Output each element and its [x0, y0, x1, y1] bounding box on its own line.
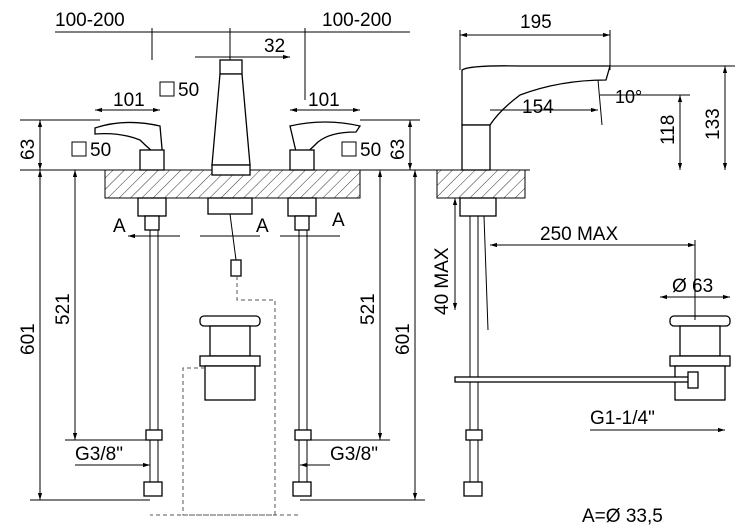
dim-right-base-square: 50 — [360, 140, 381, 161]
dimension-lines — [20, 28, 735, 501]
dim-right-handle: 101 — [308, 90, 340, 111]
dim-left-hose: 521 — [53, 293, 74, 325]
dim-left-thread: G3/8" — [75, 444, 123, 465]
countertop-side — [436, 169, 526, 199]
left-valve — [94, 121, 167, 497]
hole-label-left: A — [113, 216, 126, 237]
dim-spout-square: 50 — [178, 80, 199, 101]
dim-right-hose: 521 — [358, 293, 379, 325]
dim-drain-thread: G1-1/4" — [590, 408, 655, 429]
dim-spout-width: 32 — [264, 36, 285, 57]
dim-total-height: 133 — [703, 108, 724, 140]
side-faucet — [459, 65, 611, 497]
dim-drain-diameter: Ø 63 — [672, 276, 713, 297]
dim-left-handle: 101 — [113, 90, 145, 111]
front-drain — [150, 276, 300, 516]
dim-spout-angle: 10° — [615, 87, 642, 107]
dim-left-handle-height: 63 — [18, 139, 39, 160]
center-spout — [207, 59, 253, 277]
dim-top-right: 100-200 — [322, 10, 392, 31]
dim-right-handle-height: 63 — [388, 139, 409, 160]
dim-counter-max: 40 MAX — [432, 247, 453, 315]
dim-left-base-square: 50 — [90, 140, 111, 161]
dim-outlet-height: 118 — [658, 115, 679, 145]
hole-label-center: A — [256, 216, 269, 237]
dim-side-reach: 195 — [520, 12, 552, 33]
dim-drain-rod: 250 MAX — [540, 224, 618, 245]
dim-spout-reach: 154 — [522, 97, 554, 118]
right-valve — [287, 121, 362, 497]
hole-diameter-note: A=Ø 33,5 — [582, 506, 663, 527]
hole-label-right: A — [332, 210, 345, 231]
dim-left-total: 601 — [18, 323, 39, 355]
dim-right-total: 601 — [393, 323, 414, 355]
dim-top-left: 100-200 — [55, 10, 125, 31]
dim-right-thread: G3/8" — [330, 444, 378, 465]
side-drain — [454, 315, 731, 401]
